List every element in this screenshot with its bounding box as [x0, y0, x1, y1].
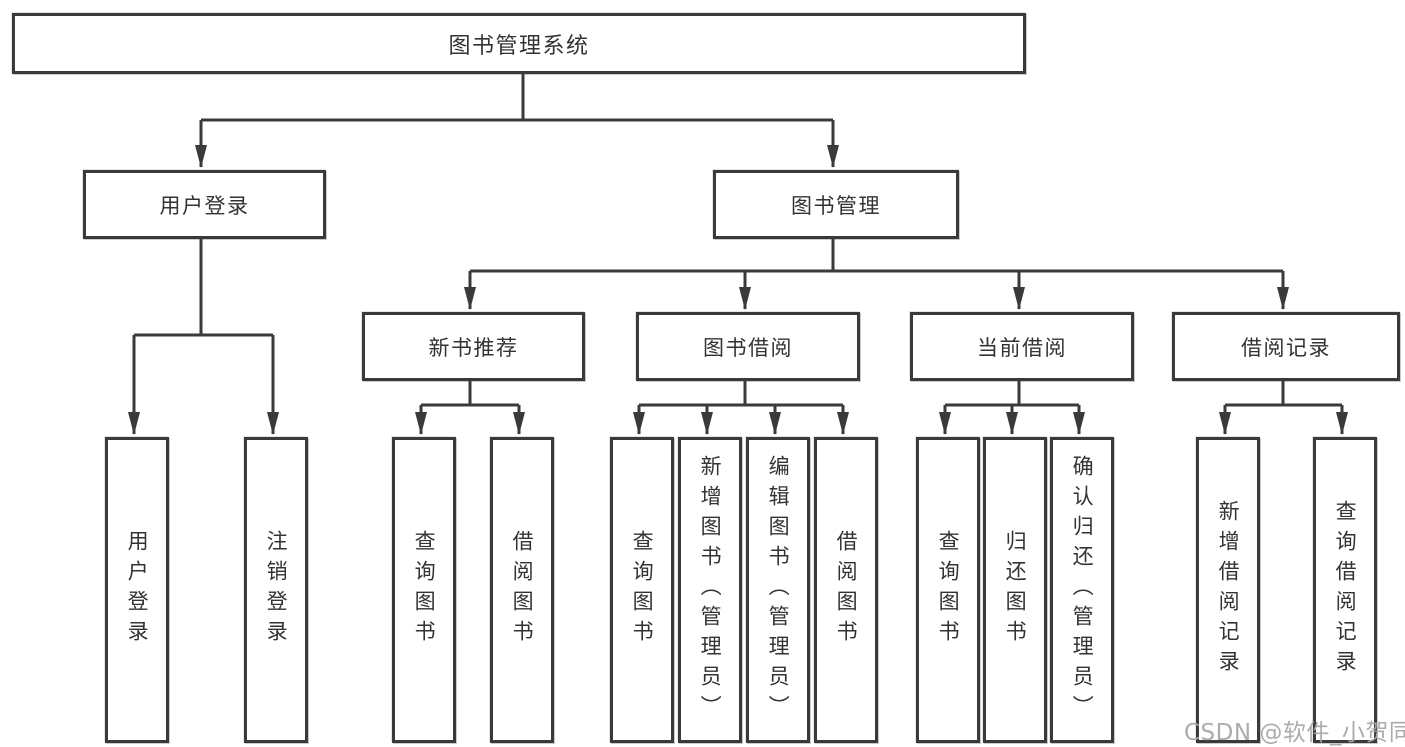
leaf-edit-books-admin-label: 编辑图书（管理员）: [766, 455, 791, 725]
leaf-add-books-admin: 新增图书（管理员）: [678, 437, 742, 743]
leaf-query-borrow-record: 查询借阅记录: [1313, 437, 1377, 743]
leaf-borrow-books-recommend: 借阅图书: [490, 437, 554, 743]
node-root-label: 图书管理系统: [448, 33, 590, 59]
leaf-borrow-books-borrowing: 借阅图书: [814, 437, 878, 743]
node-book-management: 图书管理: [713, 170, 959, 239]
node-root: 图书管理系统: [12, 13, 1026, 74]
node-current-borrowing: 当前借阅: [910, 312, 1134, 381]
leaf-edit-books-admin: 编辑图书（管理员）: [746, 437, 810, 743]
leaf-borrow-books-borrowing-label: 借阅图书: [834, 530, 859, 650]
leaf-add-borrow-record: 新增借阅记录: [1196, 437, 1260, 743]
leaf-add-borrow-record-label: 新增借阅记录: [1216, 500, 1241, 680]
leaf-query-books-current: 查询图书: [916, 437, 980, 743]
leaf-user-login: 用户登录: [105, 437, 169, 743]
node-new-book-recommendation-label: 新书推荐: [428, 335, 519, 360]
leaf-query-books-recommend-label: 查询图书: [412, 530, 437, 650]
node-user-login-label: 用户登录: [159, 193, 250, 218]
node-new-book-recommendation: 新书推荐: [362, 312, 585, 381]
leaf-query-books-current-label: 查询图书: [936, 530, 961, 650]
connector-root-to-level2: [201, 68, 833, 122]
leaf-confirm-return-admin: 确认归还（管理员）: [1050, 437, 1114, 743]
leaf-user-login-label: 用户登录: [125, 530, 150, 650]
leaf-query-books-borrowing: 查询图书: [610, 437, 674, 743]
leaf-borrow-books-recommend-label: 借阅图书: [510, 530, 535, 650]
csdn-watermark: CSDN @软件_小贺同学: [1184, 720, 1405, 746]
leaf-confirm-return-admin-label: 确认归还（管理员）: [1070, 455, 1095, 725]
connector-bookmgmt-to-level3: [470, 233, 1283, 273]
node-book-borrowing: 图书借阅: [636, 312, 860, 381]
node-borrowing-records: 借阅记录: [1172, 312, 1400, 381]
leaf-query-books-borrowing-label: 查询图书: [630, 530, 655, 650]
connector-userlogin-to-leaves: [134, 233, 273, 337]
node-current-borrowing-label: 当前借阅: [977, 335, 1067, 360]
leaf-return-books-label: 归还图书: [1003, 530, 1028, 650]
leaf-query-books-recommend: 查询图书: [392, 437, 456, 743]
node-borrowing-records-label: 借阅记录: [1241, 335, 1331, 360]
leaf-query-borrow-record-label: 查询借阅记录: [1333, 500, 1358, 680]
node-book-borrowing-label: 图书借阅: [703, 335, 793, 360]
node-book-management-label: 图书管理: [791, 193, 881, 218]
node-user-login: 用户登录: [83, 170, 326, 239]
leaf-logout-login: 注销登录: [244, 437, 308, 743]
leaf-logout-login-label: 注销登录: [264, 530, 289, 650]
leaf-add-books-admin-label: 新增图书（管理员）: [698, 455, 723, 725]
leaf-return-books: 归还图书: [983, 437, 1047, 743]
